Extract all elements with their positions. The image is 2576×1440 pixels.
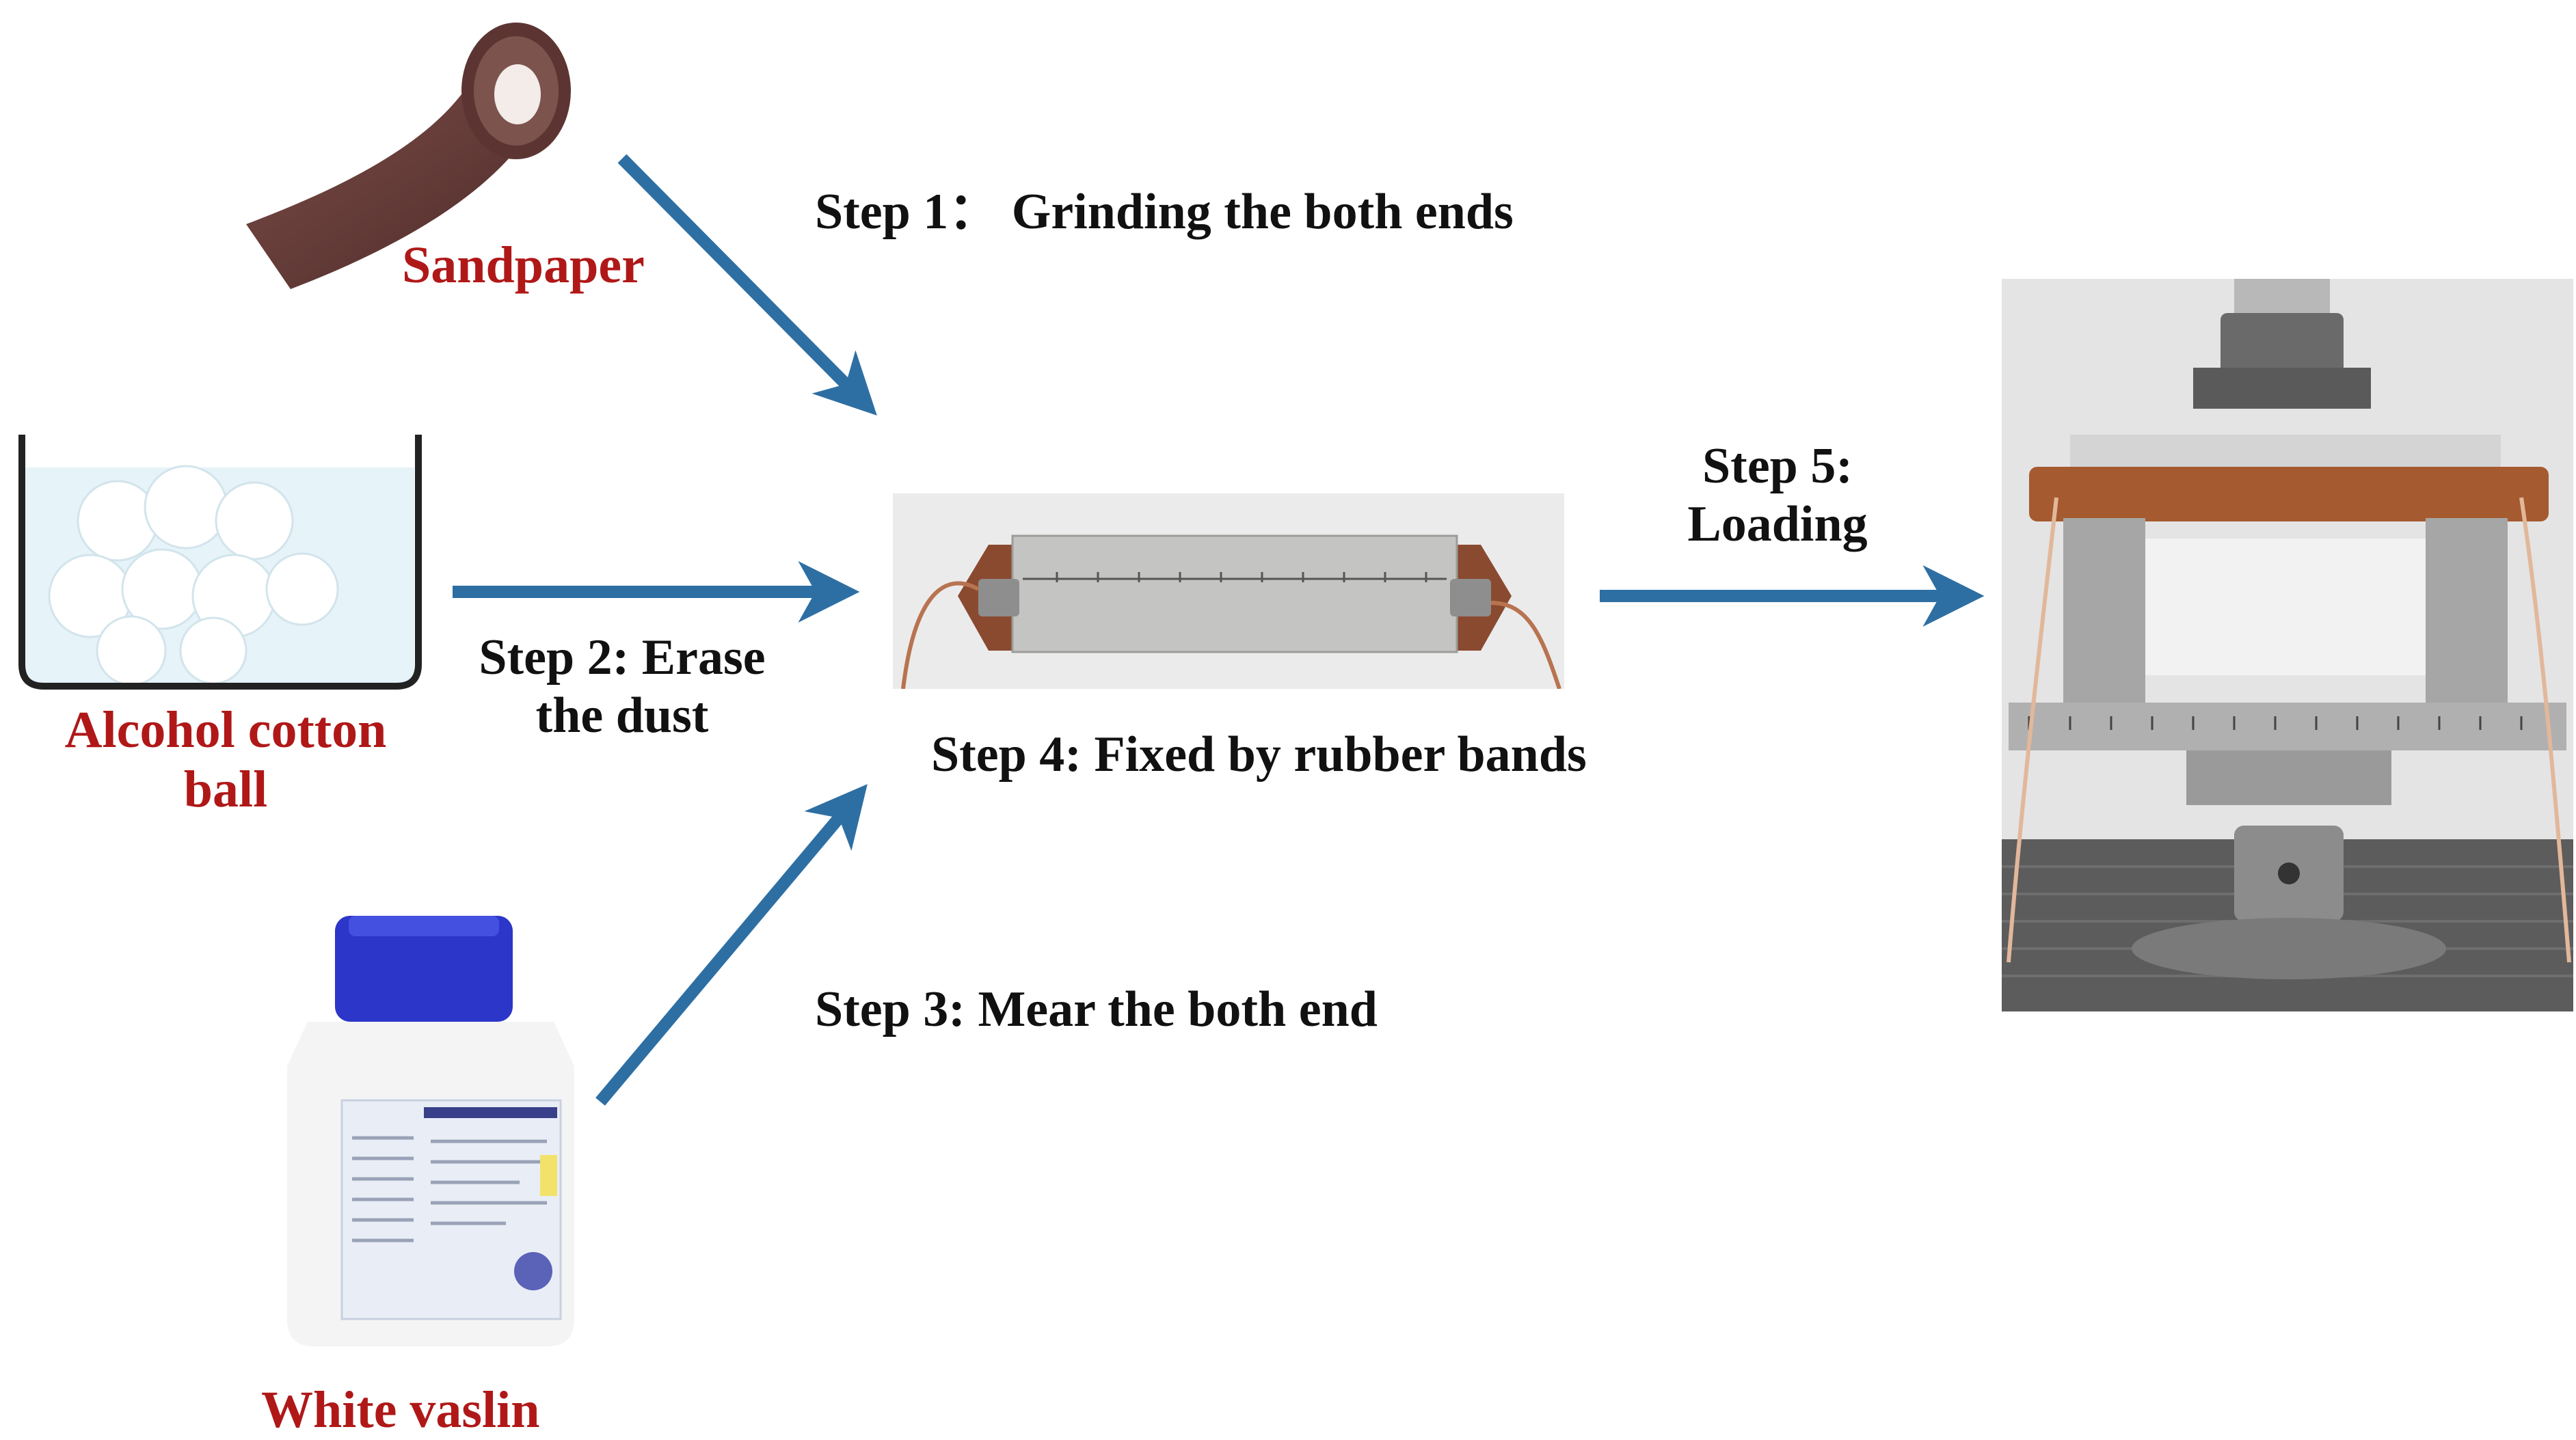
white-vaseline-label: White vaslin bbox=[261, 1381, 540, 1439]
step2-label-line2: the dust bbox=[535, 688, 709, 744]
loading-test-machine-image bbox=[2002, 279, 2573, 1011]
step4-label: Step 4: Fixed by rubber bands bbox=[931, 726, 1587, 783]
step3-label: Step 3: Mear the both end bbox=[815, 981, 1378, 1037]
alcohol-cotton-label-line2: ball bbox=[183, 761, 268, 819]
arrow-step1 bbox=[617, 154, 877, 416]
step2-label-line1: Step 2: Erase bbox=[479, 629, 766, 685]
step2-label: Step 2: Erase the dust bbox=[451, 629, 793, 745]
alcohol-cotton-label-line1: Alcohol cotton bbox=[64, 701, 387, 759]
step5-label-line2: Loading bbox=[1687, 496, 1868, 553]
alcohol-cotton-label: Alcohol cotton ball bbox=[27, 701, 424, 820]
step5-label: Step 5: Loading bbox=[1641, 437, 1914, 554]
step5-label-line1: Step 5: bbox=[1702, 438, 1853, 494]
alcohol-cotton-beaker-image bbox=[18, 435, 422, 690]
specimen-with-rubber-bands-image bbox=[893, 493, 1564, 689]
sandpaper-roll-image bbox=[246, 23, 571, 289]
sandpaper-label: Sandpaper bbox=[402, 236, 645, 294]
step1-label: Step 1： Grinding the both ends bbox=[815, 184, 1514, 240]
white-vaseline-bottle-image bbox=[287, 916, 574, 1346]
arrow-step3 bbox=[595, 784, 868, 1106]
